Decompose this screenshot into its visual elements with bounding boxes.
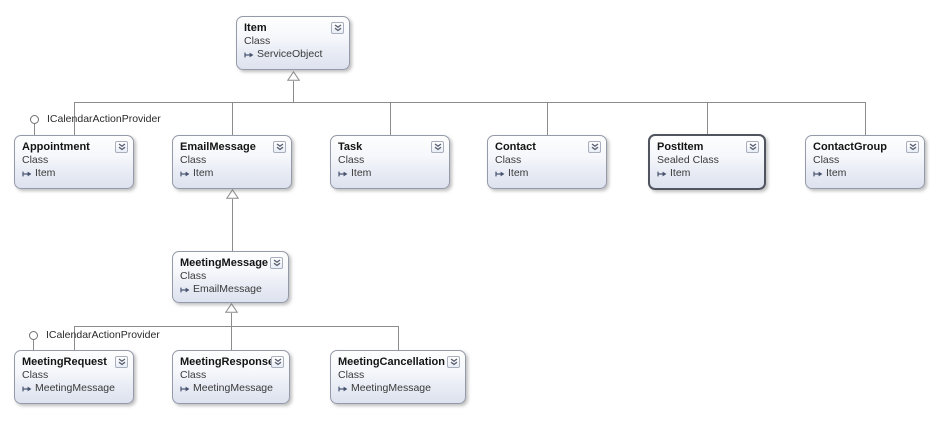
node-kind: Class [338,154,365,166]
inheritance-triangle-item [287,71,300,81]
lollipop-circle-icon[interactable] [29,331,38,340]
connector-item-trunk [293,81,294,102]
node-base-name: Item [670,167,691,179]
interface-label-appointment[interactable]: ICalendarActionProvider [47,113,161,125]
connector-drop-emailmessage [232,102,233,135]
node-base-name: Item [35,167,56,179]
node-title: Appointment [22,141,90,153]
node-title: MeetingResponse [180,356,275,368]
chevron-double-down-icon[interactable] [270,257,283,269]
node-kind: Class [22,154,49,166]
node-title: Item [244,22,267,34]
node-title: MeetingCancellation [338,356,445,368]
connector-drop-meetingrequest [74,326,75,350]
class-node-meetingrequest[interactable]: MeetingRequest Class MeetingMessage [14,350,134,404]
node-kind: Class [180,369,207,381]
arrow-right-from-bar-icon [180,287,190,292]
node-title: PostItem [657,141,704,153]
connector-drop-contact [547,102,548,135]
arrow-right-from-bar-icon [244,52,254,57]
chevron-double-down-icon[interactable] [447,356,460,368]
node-kind: Sealed Class [657,154,719,166]
arrow-right-from-bar-icon [22,386,32,391]
class-node-contact[interactable]: Contact Class Item [487,135,607,189]
chevron-double-down-icon[interactable] [115,141,128,153]
node-kind: Class [338,369,365,381]
node-title: ContactGroup [813,141,887,153]
node-base-name: Item [351,167,372,179]
arrow-right-from-bar-icon [180,171,190,176]
class-node-appointment[interactable]: Appointment Class Item [14,135,134,189]
node-kind: Class [495,154,522,166]
connector-drop-task [390,102,391,135]
class-node-contactgroup[interactable]: ContactGroup Class Item [805,135,925,189]
node-base-name: Item [193,167,214,179]
class-node-emailmessage[interactable]: EmailMessage Class Item [172,135,292,189]
connector-emailmessage-meetingmessage [232,199,233,251]
chevron-double-down-icon[interactable] [588,141,601,153]
node-title: MeetingMessage [180,257,269,269]
node-title: EmailMessage [180,141,256,153]
connector-drop-appointment [74,102,75,135]
class-node-meetingcancellation[interactable]: MeetingCancellation Class MeetingMessage [330,350,466,404]
chevron-double-down-icon[interactable] [115,356,128,368]
arrow-right-from-bar-icon [338,386,348,391]
lollipop-stem-appointment [34,124,35,135]
lollipop-stem-meetingrequest [33,340,34,350]
node-title: Contact [495,141,536,153]
interface-label-meetingrequest[interactable]: ICalendarActionProvider [46,329,160,341]
chevron-double-down-icon[interactable] [906,141,919,153]
class-node-item[interactable]: Item Class ServiceObject [236,16,350,70]
inheritance-triangle-meetingmessage [225,303,238,313]
class-node-meetingmessage[interactable]: MeetingMessage Class EmailMessage [172,251,289,303]
node-kind: Class [180,270,207,282]
node-base-name: Item [826,167,847,179]
node-base-name: MeetingMessage [193,382,273,394]
class-node-meetingresponse[interactable]: MeetingResponse Class MeetingMessage [172,350,290,404]
node-base-name: MeetingMessage [35,382,115,394]
chevron-double-down-icon[interactable] [271,356,284,368]
chevron-double-down-icon[interactable] [431,141,444,153]
node-base-name: EmailMessage [193,283,262,295]
connector-meetingmessage-trunk [231,313,232,326]
node-kind: Class [180,154,207,166]
chevron-double-down-icon[interactable] [273,141,286,153]
arrow-right-from-bar-icon [180,386,190,391]
arrow-right-from-bar-icon [22,171,32,176]
connector-drop-postitem [707,102,708,135]
arrow-right-from-bar-icon [657,171,667,176]
chevron-double-down-icon[interactable] [331,22,344,34]
arrow-right-from-bar-icon [495,171,505,176]
connector-drop-meetingresponse [231,326,232,350]
connector-row4-bus [74,326,398,327]
arrow-right-from-bar-icon [338,171,348,176]
node-base-name: ServiceObject [257,48,323,60]
arrow-right-from-bar-icon [813,171,823,176]
class-node-task[interactable]: Task Class Item [330,135,450,189]
node-title: Task [338,141,363,153]
inheritance-triangle-emailmessage [226,189,239,199]
node-kind: Class [813,154,840,166]
chevron-double-down-icon[interactable] [746,141,759,153]
node-base-name: MeetingMessage [351,382,431,394]
node-kind: Class [22,369,49,381]
connector-drop-meetingcancellation [398,326,399,350]
lollipop-circle-icon[interactable] [30,115,39,124]
class-node-postitem[interactable]: PostItem Sealed Class Item [648,134,766,190]
node-kind: Class [244,35,271,47]
node-base-name: Item [508,167,529,179]
connector-drop-contactgroup [865,102,866,135]
connector-row2-bus [74,102,865,103]
node-title: MeetingRequest [22,356,107,368]
